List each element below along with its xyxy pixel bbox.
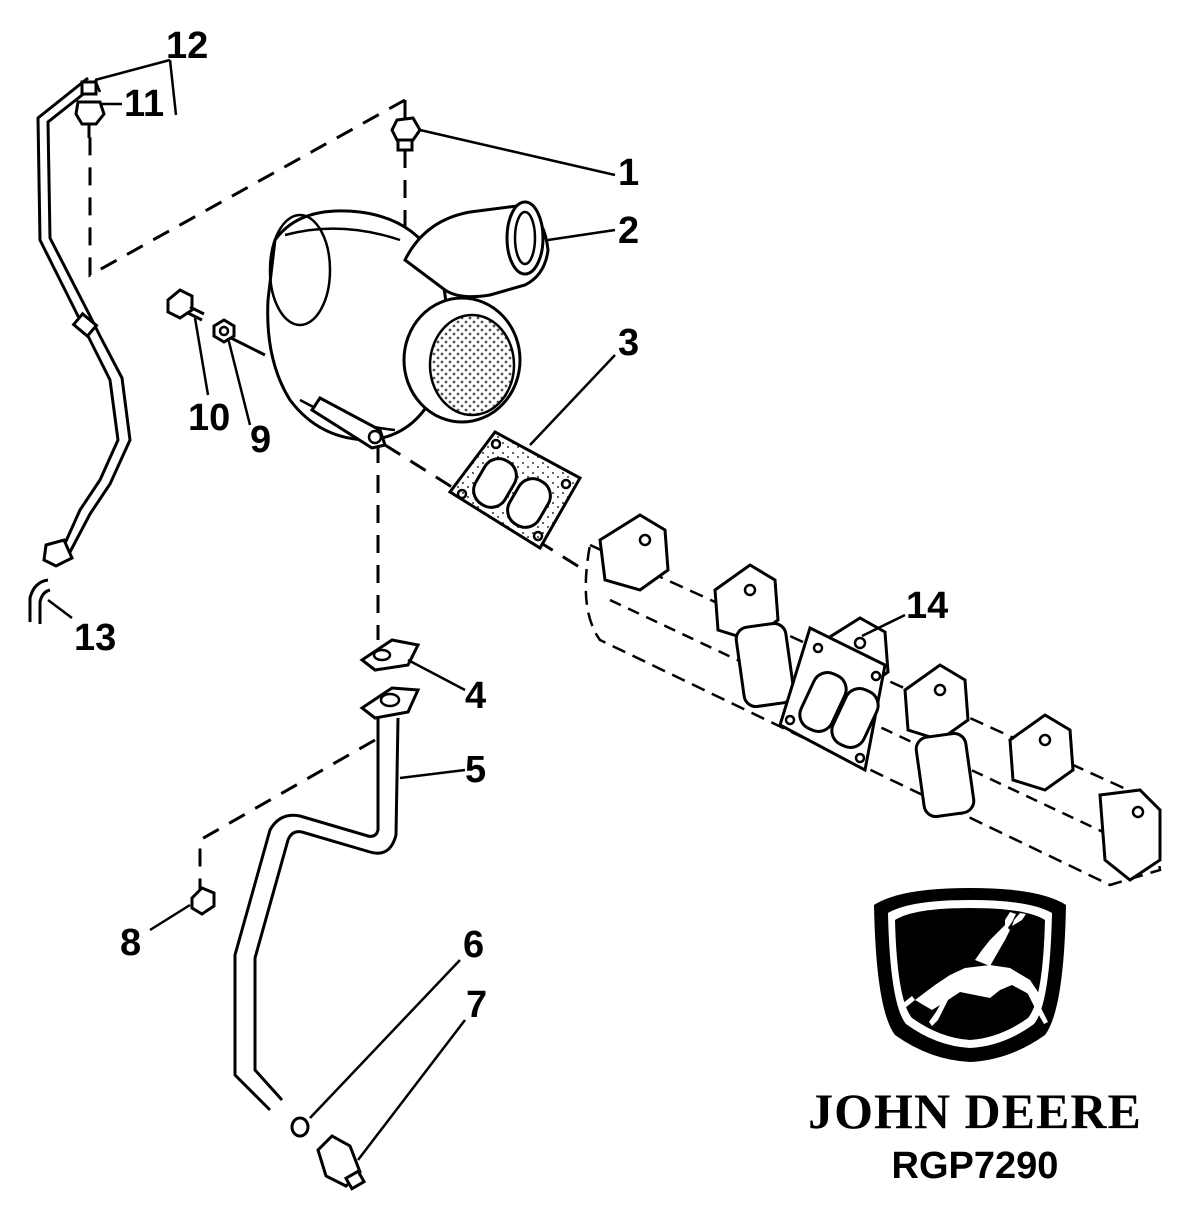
- leader-lines: [47, 58, 906, 1161]
- turbo-mounting-gasket: [447, 430, 583, 551]
- line-clamp: [28, 578, 51, 624]
- oil-line-fitting: [74, 100, 106, 138]
- exhaust-manifold: [584, 513, 1162, 887]
- callout-8: 8: [120, 922, 141, 964]
- cap-screw: [166, 288, 205, 322]
- john-deere-logo-icon: [874, 888, 1066, 1062]
- turbocharger: [266, 200, 550, 450]
- callout-3: 3: [618, 322, 639, 364]
- figure-code: RGP7290: [892, 1145, 1059, 1187]
- o-ring: [290, 1116, 310, 1138]
- inlet-fitting: [390, 116, 422, 152]
- callout-9: 9: [250, 419, 271, 461]
- brand-name: JOHN DEERE: [808, 1083, 1142, 1139]
- callout-6: 6: [463, 924, 484, 966]
- lock-nut: [212, 318, 236, 344]
- drain-adapter-fitting: [316, 1134, 367, 1191]
- drain-tube-cap-screw: [190, 885, 216, 916]
- callout-14: 14: [906, 585, 948, 627]
- callout-1: 1: [618, 152, 639, 194]
- oil-supply-line: [36, 76, 132, 568]
- callout-7: 7: [466, 984, 487, 1026]
- callout-10: 10: [188, 397, 230, 439]
- callout-5: 5: [465, 749, 486, 791]
- callout-13: 13: [74, 617, 116, 659]
- oil-drain-gaskets: [359, 638, 421, 720]
- callout-labels: 1 2 3 4 5 6 7 8 9 10 11 12 13 14: [74, 25, 948, 1026]
- callout-12: 12: [166, 25, 208, 67]
- callout-4: 4: [465, 675, 486, 717]
- callout-11: 11: [124, 83, 164, 125]
- oil-drain-tube: [233, 717, 400, 1112]
- callout-2: 2: [618, 210, 639, 252]
